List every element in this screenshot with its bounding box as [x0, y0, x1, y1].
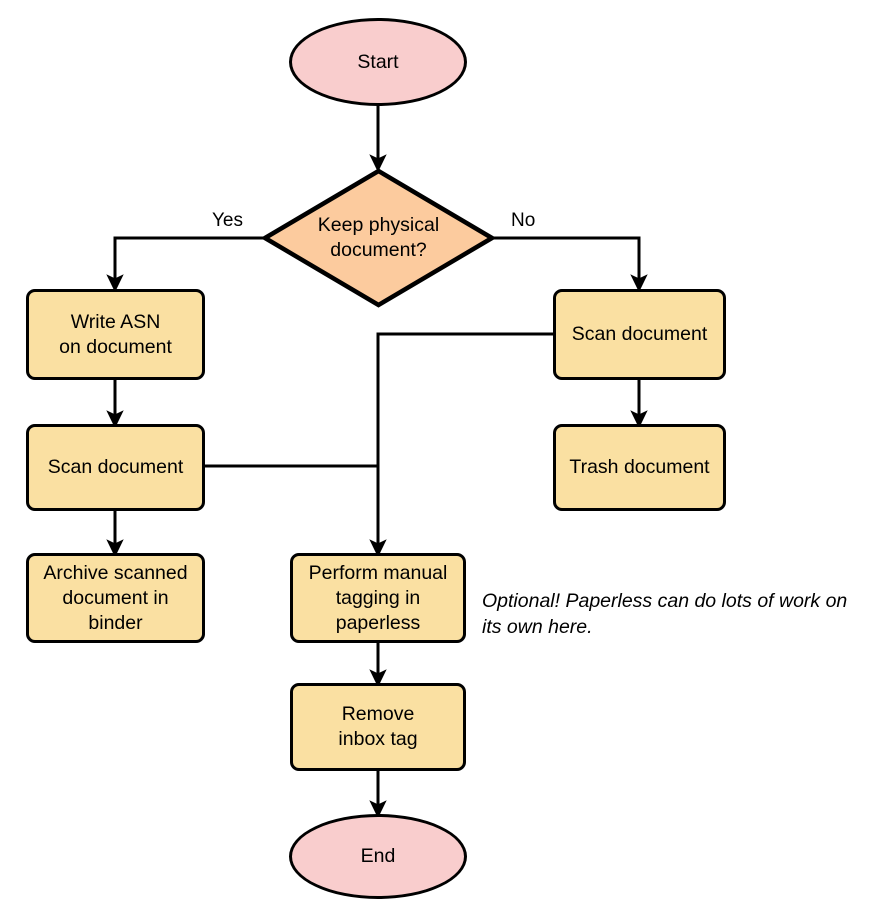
node-remove-tag-label-line1: Remove	[341, 703, 415, 725]
edge-scan-right-to-tagging	[369, 332, 553, 558]
edge-decision-no-to-scan-right	[492, 236, 648, 293]
node-write-asn-label-line1: Write ASN	[70, 310, 161, 333]
annotation-note-line2: its own here.	[482, 616, 593, 638]
node-write-asn-label-line2: on document	[59, 335, 172, 358]
node-start[interactable]: Start	[289, 18, 467, 106]
node-remove-inbox-tag[interactable]: Remove inbox tag	[290, 683, 466, 771]
node-scan-document-left-label: Scan document	[47, 456, 184, 478]
node-trash-document-label: Trash document	[569, 456, 710, 478]
node-archive-label-line3: binder	[88, 611, 143, 634]
node-decision-label-line1: Keep physical	[317, 214, 440, 236]
node-archive-scanned-document-in-binder[interactable]: Archive scanned document in binder	[26, 553, 205, 643]
node-decision-label-group: Keep physical document?	[318, 213, 439, 263]
edge-label-no: No	[508, 210, 539, 232]
node-decision-label-line2: document?	[330, 239, 427, 261]
edge-label-yes: Yes	[209, 210, 246, 232]
node-keep-physical-document-decision[interactable]: Keep physical document?	[262, 168, 495, 308]
node-perform-manual-tagging-in-paperless[interactable]: Perform manual tagging in paperless	[290, 553, 466, 643]
node-end-label: End	[360, 845, 396, 867]
annotation-note-line1: Optional! Paperless can do lots of work …	[482, 590, 848, 612]
node-tagging-label-line1: Perform manual	[308, 561, 448, 584]
node-trash-document[interactable]: Trash document	[553, 424, 726, 511]
node-write-asn-on-document[interactable]: Write ASN on document	[26, 289, 205, 380]
annotation-note: Optional! Paperless can do lots of work …	[482, 588, 882, 640]
node-scan-document-right[interactable]: Scan document	[553, 289, 726, 380]
node-tagging-label-line2: tagging in	[335, 586, 421, 609]
node-scan-document-right-label: Scan document	[571, 323, 708, 345]
edge-decision-yes-to-write-asn	[106, 236, 265, 293]
node-end[interactable]: End	[289, 814, 467, 899]
node-scan-document-left[interactable]: Scan document	[26, 424, 205, 511]
node-remove-tag-label-line2: inbox tag	[338, 728, 418, 750]
node-tagging-label-line3: paperless	[335, 611, 421, 634]
node-archive-label-line2: document in	[62, 586, 169, 609]
node-archive-label-line1: Archive scanned	[43, 561, 188, 584]
decision-diamond-shape	[262, 168, 495, 308]
node-start-label: Start	[357, 50, 399, 73]
